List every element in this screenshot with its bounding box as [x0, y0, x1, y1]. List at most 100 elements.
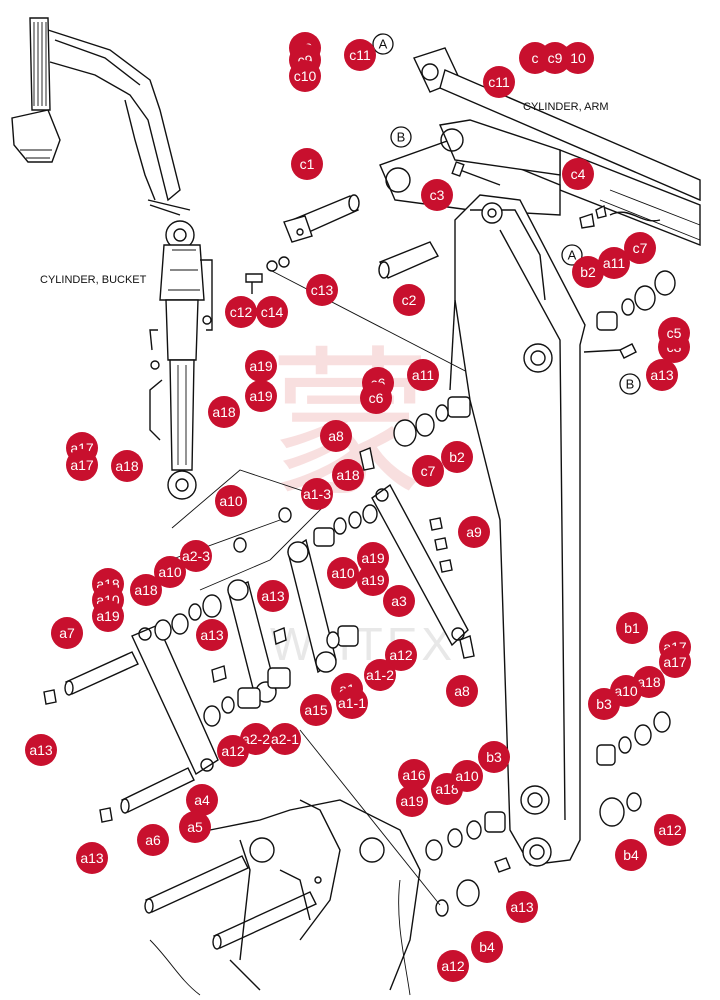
part-badge: a19 — [357, 542, 389, 574]
part-badge: a15 — [300, 694, 332, 726]
bolt-c12 — [245, 273, 263, 294]
svg-text:a19: a19 — [96, 608, 120, 624]
svg-text:a12: a12 — [389, 647, 413, 663]
callout-b-top: B — [390, 126, 412, 148]
svg-text:a3: a3 — [391, 593, 407, 609]
svg-text:a12: a12 — [221, 743, 245, 759]
svg-text:a19: a19 — [249, 388, 273, 404]
part-badges: c9 c9 c10 c11 c11 c c9 10 c1 c3 c4 c2 c1… — [25, 32, 691, 982]
part-badge: c12 — [225, 296, 257, 328]
svg-text:c2: c2 — [402, 292, 417, 308]
pin-c1 — [283, 194, 360, 243]
part-badge: c10 — [289, 60, 321, 92]
part-badge: b3 — [478, 741, 510, 773]
callout-a-top: A — [372, 33, 394, 55]
svg-text:a13: a13 — [510, 899, 534, 915]
part-badge: c2 — [393, 284, 425, 316]
arm-hardware — [393, 204, 676, 917]
svg-text:a15: a15 — [304, 702, 328, 718]
part-badge: c11 — [344, 39, 376, 71]
part-badge: a1-2 — [364, 659, 396, 691]
part-badge: a7 — [51, 617, 83, 649]
svg-text:a18: a18 — [336, 467, 360, 483]
main-arm — [449, 194, 586, 867]
bolt-c3 — [451, 161, 501, 186]
svg-text:c11: c11 — [349, 47, 371, 63]
part-badge: a12 — [654, 814, 686, 846]
svg-text:a11: a11 — [603, 255, 626, 271]
part-badge: a13 — [196, 619, 228, 651]
svg-text:a19: a19 — [249, 358, 273, 374]
linkage-a1 — [287, 538, 337, 674]
part-badge: b4 — [471, 931, 503, 963]
part-badge: c4 — [562, 158, 594, 190]
svg-text:a17: a17 — [70, 457, 94, 473]
linkage-washers — [43, 447, 475, 823]
part-badge: a13 — [646, 359, 678, 391]
part-badge: c5 — [658, 317, 690, 349]
svg-text:c11: c11 — [488, 74, 510, 90]
svg-text:a18: a18 — [115, 458, 139, 474]
part-badge: a19 — [245, 350, 277, 382]
part-badge: c11 — [483, 66, 515, 98]
part-badge: a12 — [385, 639, 417, 671]
part-badge: a4 — [186, 784, 218, 816]
linkage-a4 — [131, 624, 219, 776]
svg-text:a16: a16 — [402, 767, 426, 783]
part-badge: a19 — [245, 380, 277, 412]
svg-text:a10: a10 — [614, 683, 638, 699]
nut-c13 — [278, 256, 290, 268]
part-badge: a19 — [92, 600, 124, 632]
bucket-bracket — [149, 799, 421, 996]
svg-text:a13: a13 — [29, 742, 53, 758]
part-badge: b4 — [615, 839, 647, 871]
part-badge: a3 — [383, 585, 415, 617]
svg-text:a13: a13 — [80, 850, 104, 866]
svg-text:a19: a19 — [400, 793, 424, 809]
part-badge: c7 — [412, 455, 444, 487]
part-badge: c3 — [421, 179, 453, 211]
svg-text:a12: a12 — [658, 822, 682, 838]
svg-text:a8: a8 — [454, 683, 470, 699]
svg-text:a2-1: a2-1 — [271, 731, 299, 747]
svg-text:a5: a5 — [187, 819, 203, 835]
pin-a7 — [64, 651, 139, 696]
svg-text:a1-3: a1-3 — [303, 486, 331, 502]
svg-text:c14: c14 — [261, 304, 284, 320]
part-badge: 10 — [562, 42, 594, 74]
svg-text:a18: a18 — [637, 674, 661, 690]
linkage-a3 — [371, 483, 469, 647]
part-badge: a11 — [598, 247, 630, 279]
part-badge: c1 — [291, 148, 323, 180]
part-badge: a1-1 — [336, 687, 368, 719]
part-badge: a19 — [357, 564, 389, 596]
part-badge: b2 — [572, 256, 604, 288]
svg-text:a8: a8 — [328, 428, 344, 444]
svg-text:c7: c7 — [633, 240, 648, 256]
part-badge: a11 — [407, 359, 439, 391]
excavator-thumbnail — [11, 17, 191, 216]
svg-text:a12: a12 — [441, 958, 465, 974]
svg-text:a19: a19 — [361, 572, 385, 588]
svg-text:a6: a6 — [145, 832, 161, 848]
part-badge: a13 — [506, 891, 538, 923]
svg-text:a4: a4 — [194, 792, 210, 808]
svg-text:a1-1: a1-1 — [338, 695, 366, 711]
part-badge: a8 — [320, 420, 352, 452]
pin-a6 — [120, 767, 195, 814]
part-badge: b2 — [441, 441, 473, 473]
pins-a5 — [144, 855, 317, 950]
svg-text:a18: a18 — [212, 404, 236, 420]
svg-text:c: c — [532, 50, 539, 66]
svg-text:b4: b4 — [623, 847, 639, 863]
caption-cylinder-arm: CYLINDER, ARM — [523, 101, 609, 113]
svg-text:a11: a11 — [412, 367, 435, 383]
svg-text:a10: a10 — [219, 493, 243, 509]
part-badge: a19 — [396, 785, 428, 817]
part-badge: c13 — [306, 274, 338, 306]
watermark-text: WHTEX — [270, 618, 456, 670]
svg-text:c9: c9 — [548, 50, 563, 66]
svg-text:b4: b4 — [479, 939, 495, 955]
svg-text:c12: c12 — [230, 304, 253, 320]
